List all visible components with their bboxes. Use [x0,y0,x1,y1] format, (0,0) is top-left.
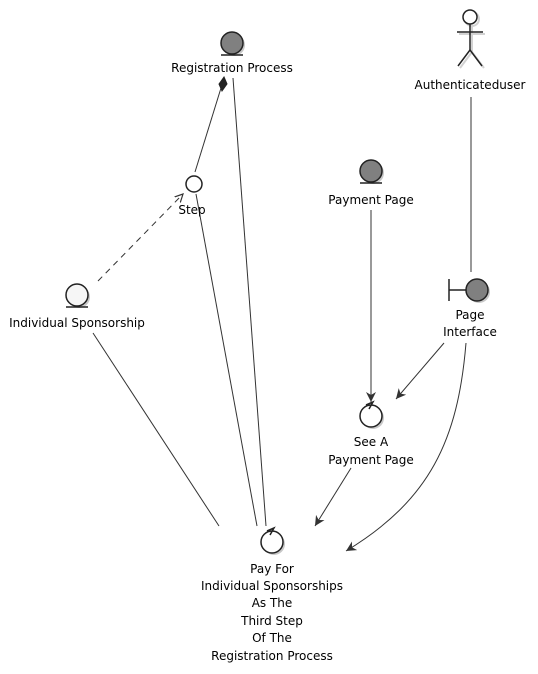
pay-for-label-line-4: Third Step [240,614,303,628]
page-interface-label-line-2: Interface [443,325,497,339]
node-registration-process: Registration Process [171,31,293,75]
edge-interface-payfor [345,342,467,552]
node-authenticated-user: Authenticateduser [415,9,526,92]
control-icon [260,526,285,555]
node-page-interface: Page Interface [443,278,497,339]
edge-interface-seea [395,342,445,400]
pay-for-label-line-6: Registration Process [211,649,333,663]
entity-icon [359,159,384,184]
edges [92,75,472,552]
see-a-label-line-1: See A [354,435,389,449]
step-label: Step [178,203,205,217]
pay-for-label-line-3: As The [252,596,293,610]
node-payment-page: Payment Page [328,159,414,207]
interface-circle-icon [185,175,203,193]
edge-step-payfor [195,193,258,527]
edge-sponsorship-payfor [92,332,220,527]
individual-sponsorship-label: Individual Sponsorship [9,316,145,330]
pay-for-label-line-5: Of The [252,631,292,645]
boundary-icon [448,278,490,303]
edge-seea-payfor [314,467,352,527]
edge-step-composition [194,87,222,173]
composition-diamond [218,75,228,93]
authenticated-user-label: Authenticateduser [415,78,526,92]
payment-page-label: Payment Page [328,193,413,207]
entity-icon [220,31,245,56]
page-interface-label-line-1: Page [455,308,484,322]
registration-process-label: Registration Process [171,61,293,75]
pay-for-label-line-2: Individual Sponsorships [201,579,343,593]
edge-sponsorship-step-dashed [97,194,183,282]
node-step: Step [178,175,206,217]
edge-registration-payfor [232,77,267,527]
see-a-label-line-2: Payment Page [328,453,413,467]
entity-icon [65,283,90,308]
node-pay-for: Pay For Individual Sponsorships As The T… [201,526,343,663]
node-individual-sponsorship: Individual Sponsorship [9,283,145,330]
node-see-a-payment-page: See A Payment Page [328,400,414,467]
actor-figure [457,9,483,67]
control-icon [359,400,384,429]
pay-for-label-line-1: Pay For [250,562,294,576]
